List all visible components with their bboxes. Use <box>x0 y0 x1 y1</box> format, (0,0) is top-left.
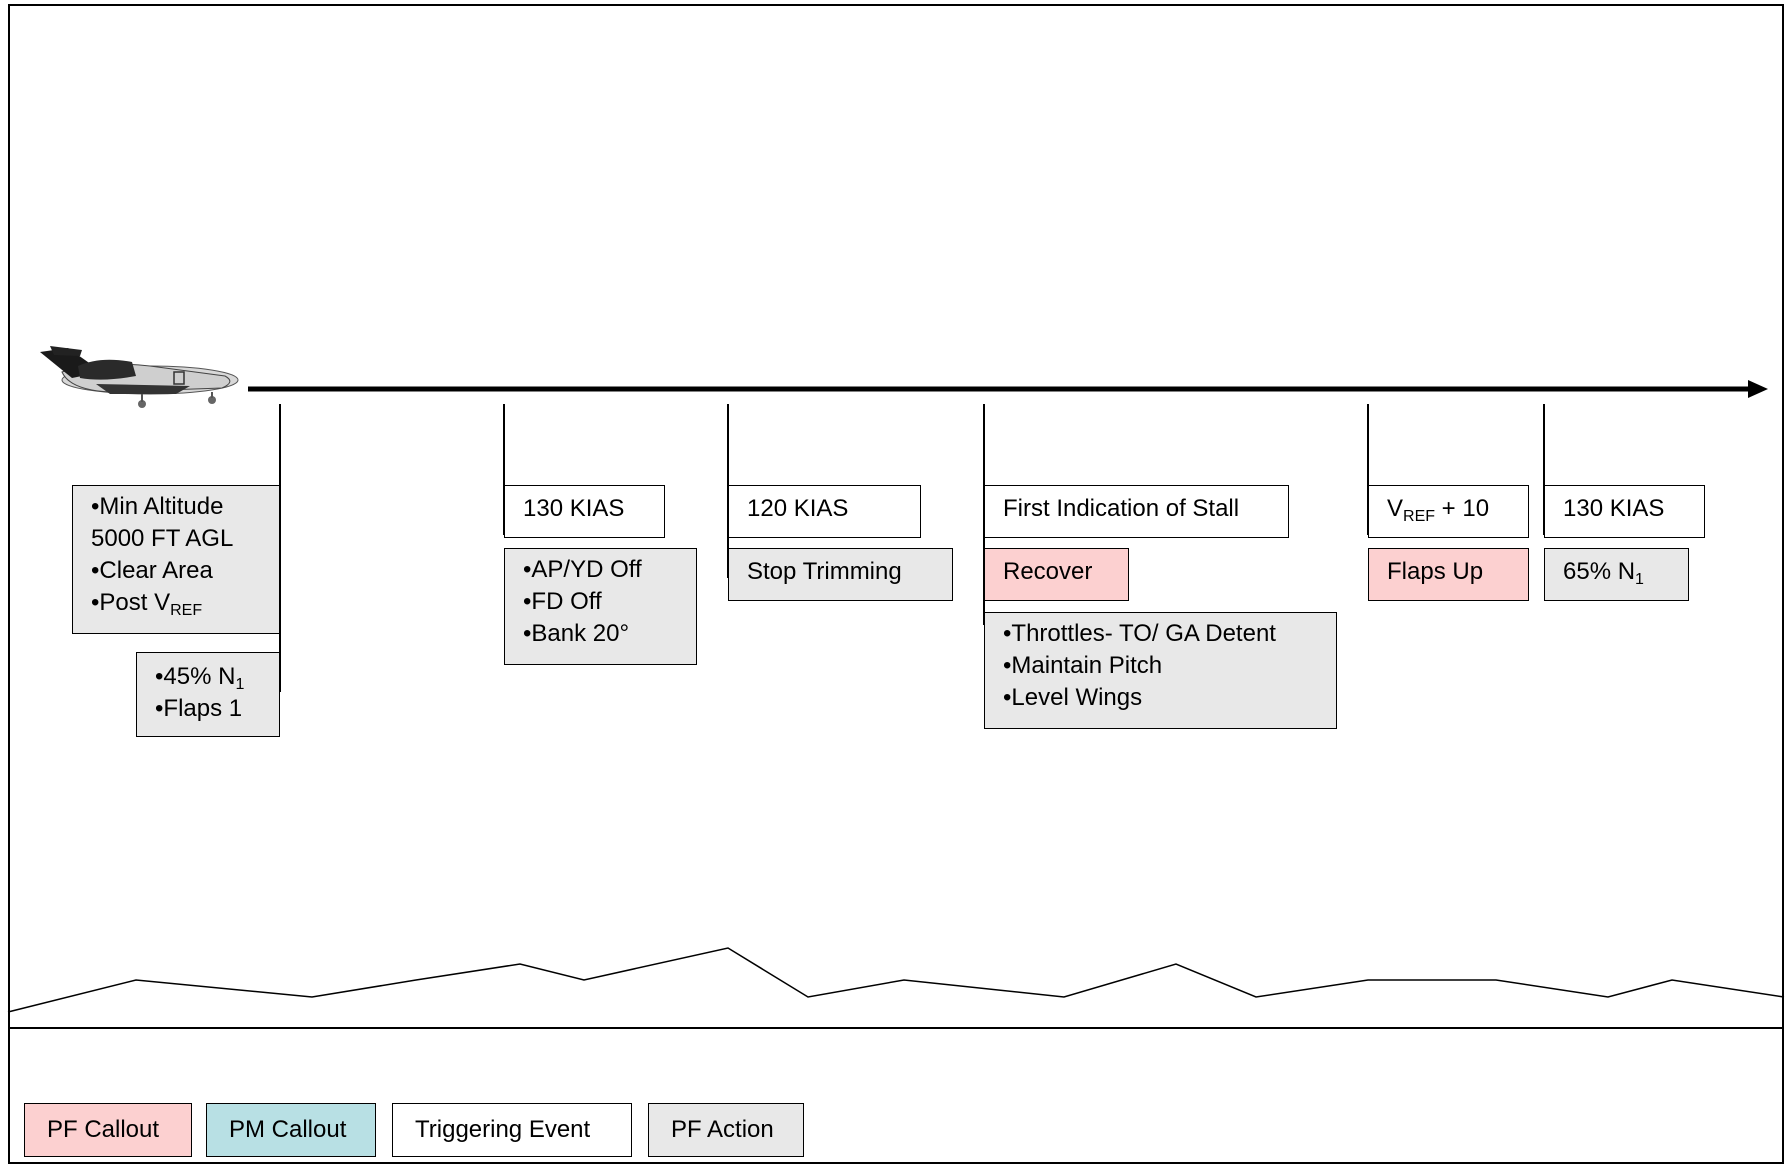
pf-action-min-altitude: •Min Altitude 5000 FT AGL •Clear Area •P… <box>72 485 280 634</box>
legend-triggering-event: Triggering Event <box>392 1103 632 1157</box>
n1-45-line: •45% N1 <box>155 663 245 693</box>
event-120-kias-label: 120 KIAS <box>747 495 849 522</box>
stop-trimming-label: Stop Trimming <box>747 558 902 585</box>
triggering-event-vref-10: VREF + 10 <box>1368 485 1529 538</box>
timeline-arrowhead <box>1748 380 1768 398</box>
pf-callout-flaps-up: Flaps Up <box>1368 548 1529 601</box>
flaps-up-label: Flaps Up <box>1387 558 1484 585</box>
legend-pf-action: PF Action <box>648 1103 804 1157</box>
recover-label: Recover <box>1003 558 1093 585</box>
legend-pf-callout-label: PF Callout <box>47 1116 160 1143</box>
legend-pm-callout-label: PM Callout <box>229 1116 347 1143</box>
triggering-event-120-kias: 120 KIAS <box>728 485 921 538</box>
diagram-frame <box>8 4 1784 1164</box>
aircraft-icon <box>40 346 239 408</box>
event-vref-label: VREF + 10 <box>1387 495 1490 525</box>
maintain-pitch-line: •Maintain Pitch <box>1003 652 1163 679</box>
legend-pf-callout: PF Callout <box>24 1103 192 1157</box>
pf-action-65-n1: 65% N1 <box>1544 548 1689 601</box>
post-vref-line: •Post VREF <box>91 589 203 619</box>
pf-action-stall-recovery: •Throttles- TO/ GA Detent •Maintain Pitc… <box>984 612 1337 729</box>
flaps-1-line: •Flaps 1 <box>155 695 243 722</box>
event-stall-label: First Indication of Stall <box>1003 495 1240 522</box>
legend-pf-action-label: PF Action <box>671 1116 774 1143</box>
legend-triggering-event-label: Triggering Event <box>415 1116 591 1143</box>
pf-action-ap-fd-bank: •AP/YD Off •FD Off •Bank 20° <box>504 548 697 665</box>
legend-pm-callout: PM Callout <box>206 1103 376 1157</box>
fd-off-line: •FD Off <box>523 588 602 615</box>
triggering-event-130-kias: 130 KIAS <box>504 485 665 538</box>
min-altitude-line-1: •Min Altitude <box>91 493 224 520</box>
pf-action-stop-trimming: Stop Trimming <box>728 548 953 601</box>
throttles-line: •Throttles- TO/ GA Detent <box>1003 620 1276 647</box>
triggering-event-final-130-kias: 130 KIAS <box>1544 485 1705 538</box>
level-wings-line: •Level Wings <box>1003 684 1143 711</box>
ap-yd-off-line: •AP/YD Off <box>523 556 642 583</box>
n1-65-label: 65% N1 <box>1563 558 1644 588</box>
pf-action-power-flaps: •45% N1 •Flaps 1 <box>136 652 280 737</box>
pf-callout-recover: Recover <box>984 548 1129 601</box>
bank-20-line: •Bank 20° <box>523 620 630 647</box>
terrain-line <box>7 947 1785 1013</box>
legend-divider <box>8 1027 1784 1029</box>
event-130-kias-label: 130 KIAS <box>523 495 625 522</box>
min-altitude-line-3: •Clear Area <box>91 557 213 584</box>
min-altitude-line-2: 5000 FT AGL <box>91 525 234 552</box>
triggering-event-stall: First Indication of Stall <box>984 485 1289 538</box>
event-final-130-kias-label: 130 KIAS <box>1563 495 1665 522</box>
